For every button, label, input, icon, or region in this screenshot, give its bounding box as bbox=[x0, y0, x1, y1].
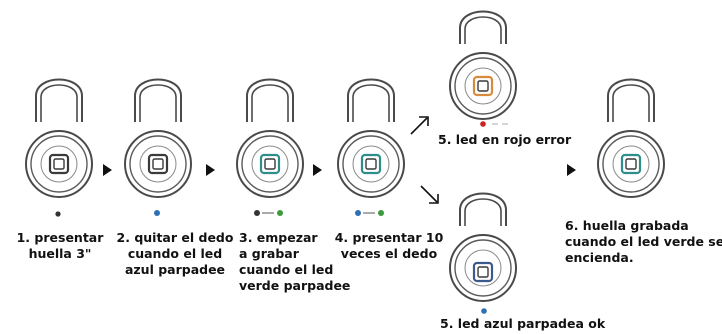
triangle-right-icon bbox=[206, 164, 215, 176]
step6-caption: 6. huella grabada cuando el led verde se… bbox=[565, 218, 722, 265]
triangle-right-icon bbox=[313, 164, 322, 176]
padlock-icon-step5-ok bbox=[449, 192, 517, 302]
diagonal-arrow-down-icon bbox=[420, 185, 439, 204]
triangle-right-icon bbox=[103, 164, 112, 176]
led-dot-icon bbox=[254, 210, 260, 216]
step5-ok-caption: 5. led azul parpadea ok bbox=[440, 316, 606, 331]
led-indicator-step5-error bbox=[480, 121, 508, 127]
led-dot-icon bbox=[55, 211, 61, 217]
led-indicator-step3 bbox=[254, 210, 283, 216]
led-indicator-step5-ok bbox=[481, 308, 487, 314]
led-dot-icon bbox=[481, 308, 487, 314]
diagonal-arrow-up-icon bbox=[410, 116, 429, 135]
padlock-icon-step2 bbox=[124, 78, 192, 198]
led-indicator-step2 bbox=[154, 210, 160, 216]
step2-caption: 2. quitar el dedo cuando el led azul par… bbox=[116, 230, 234, 277]
padlock-icon-step6 bbox=[597, 78, 665, 198]
padlock-icon-step5-error bbox=[449, 10, 517, 120]
led-dot-icon bbox=[355, 210, 361, 216]
step5-error-caption: 5. led en rojo error bbox=[438, 132, 572, 147]
led-indicator-step1 bbox=[55, 211, 61, 217]
padlock-icon-step4 bbox=[337, 78, 405, 198]
padlock-icon-step3 bbox=[236, 78, 304, 198]
led-dot-icon bbox=[154, 210, 160, 216]
led-dot-icon bbox=[480, 121, 486, 127]
triangle-right-icon bbox=[567, 164, 576, 176]
padlock-icon-step1 bbox=[25, 78, 93, 198]
step1-caption: 1. presentar huella 3" bbox=[16, 230, 104, 261]
led-dot-icon bbox=[277, 210, 283, 216]
led-dot-icon bbox=[378, 210, 384, 216]
step3-caption: 3. empezar a grabar cuando el led verde … bbox=[239, 230, 351, 293]
led-indicator-step4 bbox=[355, 210, 384, 216]
step4-caption: 4. presentar 10 veces el dedo bbox=[334, 230, 444, 261]
